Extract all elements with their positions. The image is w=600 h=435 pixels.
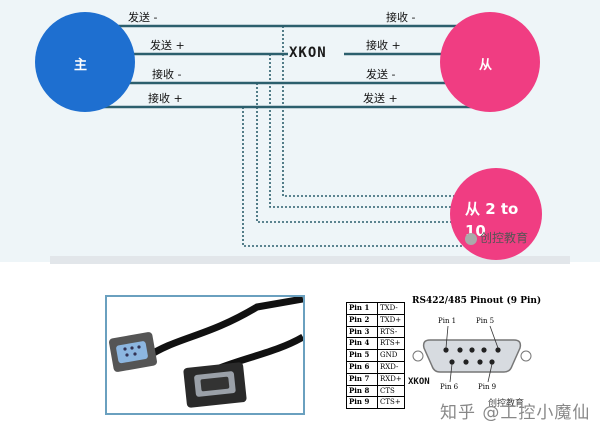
branch-line-1: [282, 26, 468, 197]
connector-label-pin9: Pin 9: [478, 383, 497, 391]
pin-number: Pin 6: [346, 360, 378, 374]
female-db9-connector: [109, 332, 157, 372]
cable-illustration: [109, 295, 305, 408]
pinout-brand-logo: XKON: [408, 377, 430, 387]
pin-number: Pin 4: [346, 337, 378, 351]
pin-number: Pin 2: [346, 313, 378, 327]
pin-signal: GND: [377, 349, 405, 362]
pin-signal: RTS+: [377, 337, 405, 351]
connector-label-pin1: Pin 1: [438, 317, 457, 325]
db9-connector-diagram: [412, 325, 532, 383]
branch-line-4: [242, 107, 468, 247]
xkon-logo: XKON: [289, 45, 327, 61]
branch-lines: [242, 26, 468, 247]
pin-signal: CTS+: [377, 396, 405, 410]
master-label: 主: [74, 58, 88, 73]
branch-line-2: [269, 54, 468, 208]
cable-photo: [105, 295, 305, 415]
pin-signal: TXD+: [377, 313, 405, 327]
pin-number: Pin 3: [346, 325, 378, 339]
pinout-watermark: 创控教育: [488, 399, 525, 409]
label-rx-plus-left: 接收 +: [148, 92, 183, 105]
watermark-icon: [465, 232, 477, 245]
slave-node: [440, 12, 540, 112]
label-rx-plus-right: 接收 +: [366, 39, 401, 52]
pin-number: Pin 8: [346, 384, 378, 398]
connector-label-pin6: Pin 6: [440, 383, 459, 391]
label-tx-plus-left: 发送 +: [150, 39, 185, 52]
panel-shadow: [50, 256, 570, 264]
label-tx-minus-right: 发送 -: [366, 68, 396, 81]
male-db9-connector: [183, 362, 247, 408]
label-tx-minus-left: 发送 -: [128, 11, 158, 24]
pin-number: Pin 5: [346, 349, 378, 362]
pin-number: Pin 7: [346, 372, 378, 386]
pin-signal: RTS-: [377, 325, 405, 339]
slave-label: 从: [479, 58, 493, 73]
connector-label-pin5: Pin 5: [476, 317, 495, 325]
label-tx-plus-right: 发送 +: [363, 92, 398, 105]
label-rx-minus-right: 接收 -: [386, 11, 416, 24]
pin-number: Pin 1: [346, 302, 378, 315]
pin-number: Pin 9: [346, 396, 378, 410]
footer-watermark: 知乎 @工控小魔仙: [440, 403, 591, 423]
pin-signal: RXD+: [377, 372, 405, 386]
pinout-title: RS422/485 Pinout (9 Pin): [412, 296, 542, 306]
pin-signal: TXD-: [377, 302, 405, 315]
pin-signal: CTS: [377, 384, 405, 398]
master-node: [35, 12, 135, 112]
label-rx-minus-left: 接收 -: [152, 68, 182, 81]
pin-signal: RXD-: [377, 360, 405, 374]
diagram-watermark: 创控教育: [465, 229, 528, 246]
